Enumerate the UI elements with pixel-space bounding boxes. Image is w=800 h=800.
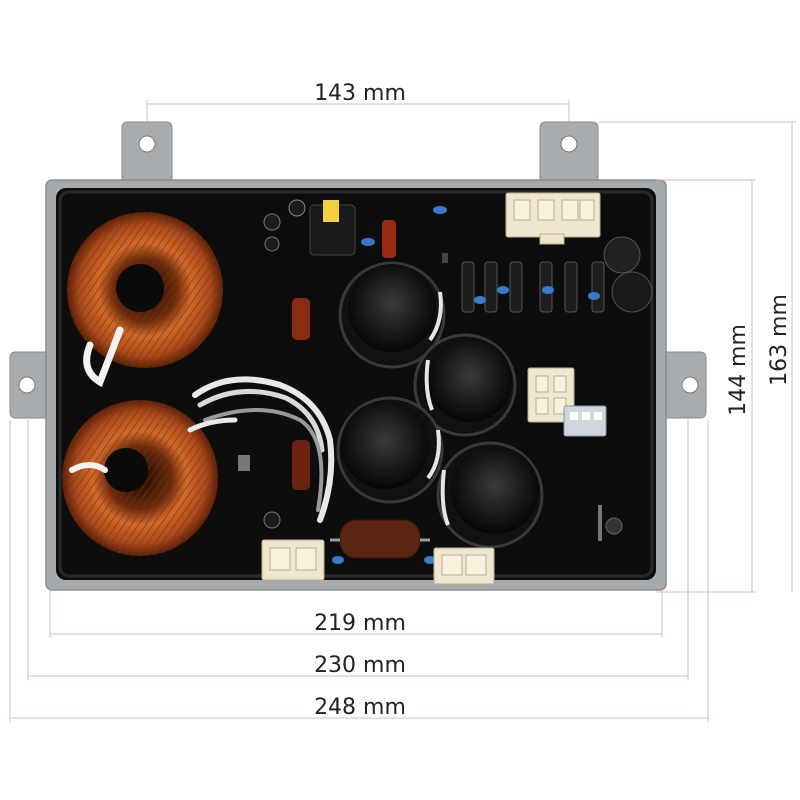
dim-label-inner-height: 144 mm <box>726 324 751 416</box>
mount-tab-top-left <box>121 121 173 186</box>
connector-bottom-left <box>261 539 325 581</box>
capacitor-4 <box>436 441 544 549</box>
wire-bundle <box>187 376 335 523</box>
capacitor-1 <box>338 261 446 369</box>
dim-label-mount: 230 mm <box>314 653 406 678</box>
connector-right <box>527 367 575 423</box>
capacitor-3 <box>336 396 444 504</box>
capacitor-2 <box>413 333 517 437</box>
toroid-coil-lower <box>62 400 218 556</box>
dim-label-total-height: 163 mm <box>767 294 792 386</box>
connector-bottom-center <box>433 547 495 585</box>
toroid-coil-upper <box>67 212 223 388</box>
connector-top <box>505 192 601 245</box>
small-components <box>238 199 448 529</box>
dimension-lines <box>9 100 796 722</box>
mount-hole-right <box>681 376 699 394</box>
mount-hole-top-right <box>560 135 578 153</box>
mount-hole-left <box>18 376 36 394</box>
connector-small-grey <box>563 405 607 437</box>
board-highlight <box>58 190 654 578</box>
mount-tab-top-right <box>539 121 599 186</box>
dim-label-board: 219 mm <box>314 611 406 636</box>
round-relays <box>603 236 653 535</box>
dim-label-top: 143 mm <box>314 81 406 106</box>
mount-hole-top-left <box>138 135 156 153</box>
dim-label-total: 248 mm <box>314 695 406 720</box>
bottom-components <box>330 505 602 559</box>
